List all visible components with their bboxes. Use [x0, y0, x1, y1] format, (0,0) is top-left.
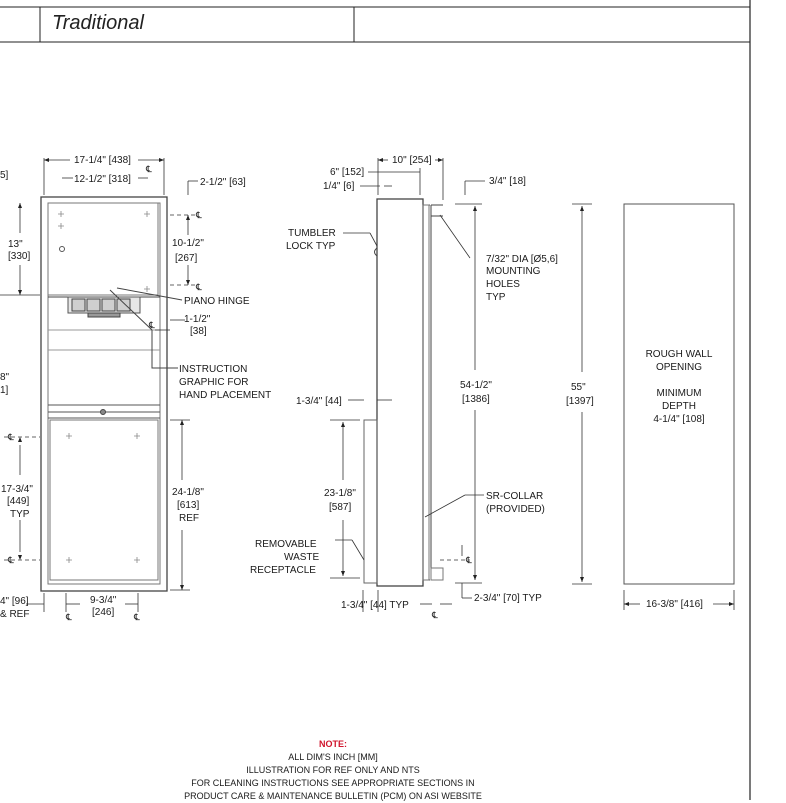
side-dim-6: 6" [152] [330, 167, 364, 178]
lower-height-mm: [613] [177, 500, 199, 511]
left-partial-mid-1: 8" [0, 372, 10, 383]
header-table: Traditional [0, 0, 750, 43]
hinge-leader [116, 287, 183, 301]
rough-width: 16-3/8" [416] [646, 599, 703, 610]
lower-lock-icon [100, 409, 106, 415]
side-height-total-mm: [1386] [462, 394, 490, 405]
side-dimensions [330, 158, 485, 612]
front-labels: 17-1/4" [438] 12-1/2" [318] 2-1/2" [63] … [0, 155, 271, 620]
rough-label-2: OPENING [656, 362, 702, 373]
note-line: PRODUCT CARE & MAINTENANCE BULLETIN (PCM… [184, 791, 482, 801]
centerline-symbol: ℄ [7, 432, 14, 442]
instruction-leader [109, 289, 178, 369]
sr-collar-label-2: (PROVIDED) [486, 504, 545, 515]
lower-hole-spacing-mm: [449] [7, 496, 29, 507]
note-line: ILLUSTRATION FOR REF ONLY AND NTS [246, 765, 420, 775]
rough-opening-view: 55" [1397] ROUGH WALL OPENING MINIMUM DE… [566, 203, 735, 610]
front-outer-frame [40, 196, 168, 592]
lower-hole-spacing-typ: TYP [10, 509, 30, 520]
removable-waste-2: WASTE [284, 552, 320, 563]
mounting-holes-4: TYP [486, 292, 506, 303]
front-view [40, 196, 183, 592]
lower-hole-spacing: 17-3/4" [1, 484, 33, 495]
front-width-inner: 12-1/2" [318] [74, 174, 131, 185]
note-line: FOR CLEANING INSTRUCTIONS SEE APPROPRIAT… [191, 778, 475, 788]
centerline-symbol: ℄ [7, 555, 14, 565]
mounting-holes-1: 7/32" DIA [Ø5,6] [486, 254, 558, 265]
sr-collar-label-1: SR-COLLAR [486, 491, 543, 502]
mounting-holes-2: MOUNTING [486, 266, 541, 277]
left-partial-bottom-2: & REF [0, 609, 29, 620]
side-dim-2-75-bottom: 2-3/4" [70] TYP [474, 593, 542, 604]
rough-label-6: 4-1/4" [108] [653, 414, 705, 425]
left-partial-bottom-1: 4" [96] [0, 596, 29, 607]
rough-height: 55" [571, 382, 586, 393]
notes-block: NOTE: ALL DIM'S INCH [MM] ILLUSTRATION F… [140, 738, 526, 803]
tumbler-lock-icon [374, 247, 378, 257]
centerline-symbol: ℄ [431, 610, 438, 620]
upper-lock-icon [59, 246, 65, 252]
front-inner-frame [47, 202, 161, 585]
left-partial-mid-2: 1] [0, 385, 9, 396]
removable-waste-3: RECEPTACLE [250, 565, 316, 576]
centerline-symbol: ℄ [65, 612, 72, 622]
rough-label-1: ROUGH WALL [646, 349, 713, 360]
receptacle-height: 23-1/8" [324, 488, 356, 499]
step-dim: 1-1/2" [184, 314, 211, 325]
note-title: NOTE: [319, 739, 347, 749]
rough-label-5: DEPTH [662, 401, 696, 412]
piano-hinge-label: PIANO HINGE [184, 296, 250, 307]
lower-waste-door [49, 419, 159, 581]
bottom-width-mm: [246] [92, 607, 114, 618]
side-dim-three-quarter: 3/4" [18] [489, 176, 526, 187]
arrowheads [18, 158, 734, 606]
upper-door-height: 13" [8, 239, 23, 250]
side-view [363, 198, 444, 587]
centerline-symbol: ℄ [133, 612, 140, 622]
removable-waste-1: REMOVABLE [255, 539, 317, 550]
centerline-symbol: ℄ [145, 164, 152, 174]
receptacle-height-mm: [587] [329, 502, 351, 513]
side-labels: 10" [254] 6" [152] 1/4" [6] 3/4" [18] TU… [250, 155, 558, 611]
instruction-graphic-3: HAND PLACEMENT [179, 390, 271, 401]
side-height-total: 54-1/2" [460, 380, 492, 391]
rough-height-mm: [1397] [566, 396, 594, 407]
style-label: Traditional [52, 12, 144, 34]
upper-door-height-mm: [330] [8, 251, 30, 262]
header-grid [0, 6, 750, 43]
tumbler-lock-label-2: LOCK TYP [286, 241, 336, 252]
side-body [376, 198, 424, 587]
waste-receptacle-side [363, 419, 378, 584]
front-top-offset: 2-1/2" [63] [200, 177, 246, 188]
lower-height: 24-1/8" [172, 487, 204, 498]
instruction-graphic-2: GRAPHIC FOR [179, 377, 248, 388]
sr-collar [422, 204, 430, 581]
note-line: ALL DIM'S INCH [MM] [288, 752, 378, 762]
mounting-holes-3: HOLES [486, 279, 520, 290]
front-width-overall: 17-1/4" [438] [74, 155, 131, 166]
mounting-marks [58, 211, 150, 563]
centerline-symbol: ℄ [195, 282, 202, 292]
tumbler-lock-label-1: TUMBLER [288, 228, 336, 239]
side-dim-quarter: 1/4" [6] [323, 181, 355, 192]
lower-height-ref: REF [179, 513, 199, 524]
hole-spacing: 10-1/2" [172, 238, 204, 249]
front-left-partial-top: 5] [0, 170, 9, 181]
rough-opening-rect [623, 203, 735, 585]
side-dim-1-75-mid: 1-3/4" [44] [296, 396, 342, 407]
side-dim-1-75-bottom: 1-3/4" [44] TYP [341, 600, 409, 611]
centerline-symbol: ℄ [195, 210, 202, 220]
bottom-width: 9-3/4" [90, 595, 117, 606]
upper-door [47, 202, 159, 296]
side-depth-overall: 10" [254] [392, 155, 432, 166]
rough-label-4: MINIMUM [657, 388, 702, 399]
step-dim-mm: [38] [190, 326, 207, 337]
hole-spacing-mm: [267] [175, 253, 197, 264]
instruction-graphic-1: INSTRUCTION [179, 364, 247, 375]
centerline-symbol: ℄ [148, 320, 155, 330]
front-dimensions [0, 158, 198, 612]
